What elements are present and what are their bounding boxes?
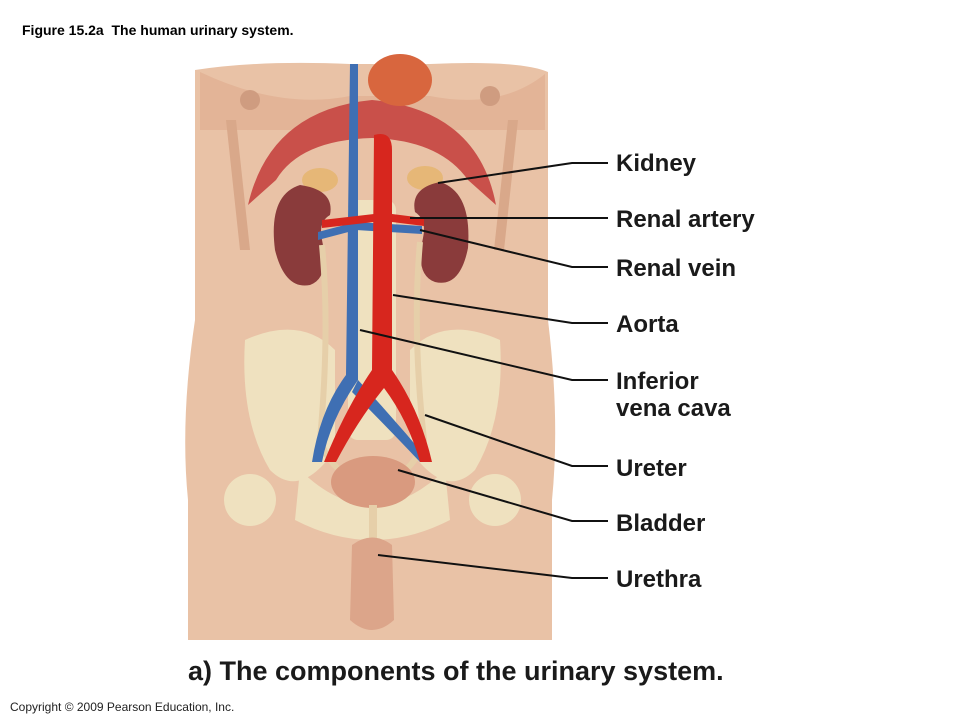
left-adrenal-gland bbox=[302, 168, 338, 192]
renal-vein-left bbox=[318, 222, 356, 240]
leader-aorta bbox=[392, 294, 608, 324]
left-hip-bone bbox=[244, 329, 335, 482]
label-inferior-vena-cava: Inferior vena cava bbox=[616, 368, 731, 422]
leader-lines bbox=[359, 162, 608, 579]
leader-inferior-vena-cava bbox=[359, 329, 608, 381]
right-nipple bbox=[480, 86, 500, 106]
left-kidney bbox=[273, 185, 331, 286]
label-urethra: Urethra bbox=[616, 566, 702, 593]
leader-urethra bbox=[377, 554, 608, 579]
left-ribs bbox=[226, 120, 250, 250]
diaphragm bbox=[248, 100, 496, 205]
right-femur-head bbox=[469, 474, 521, 526]
figure-caption: Figure 15.2a The human urinary system. bbox=[22, 22, 294, 38]
vena-cava bbox=[312, 64, 358, 462]
leader-bladder bbox=[397, 469, 608, 522]
label-renal-vein: Renal vein bbox=[616, 255, 737, 282]
urethra bbox=[369, 505, 377, 565]
left-nipple bbox=[240, 90, 260, 110]
left-ureter bbox=[316, 244, 357, 481]
label-renal-artery: Renal artery bbox=[616, 206, 755, 233]
label-ureter: Ureter bbox=[616, 455, 687, 482]
right-ureter bbox=[390, 241, 428, 481]
figure-subtitle: a) The components of the urinary system. bbox=[188, 656, 724, 686]
right-kidney bbox=[414, 182, 469, 283]
label-aorta: Aorta bbox=[616, 311, 679, 338]
label-bladder: Bladder bbox=[616, 510, 706, 537]
left-femur-head bbox=[224, 474, 276, 526]
bladder bbox=[331, 456, 415, 508]
label-kidney: Kidney bbox=[616, 150, 697, 177]
renal-artery-left bbox=[322, 214, 374, 228]
copyright-notice: Copyright © 2009 Pearson Education, Inc. bbox=[10, 700, 235, 714]
aorta bbox=[324, 134, 432, 462]
leader-ureter bbox=[424, 414, 608, 467]
right-hip-bone bbox=[410, 329, 501, 482]
penis bbox=[350, 537, 394, 630]
heart bbox=[368, 54, 432, 106]
leader-renal-vein bbox=[419, 229, 608, 268]
leader-kidney bbox=[437, 162, 608, 184]
